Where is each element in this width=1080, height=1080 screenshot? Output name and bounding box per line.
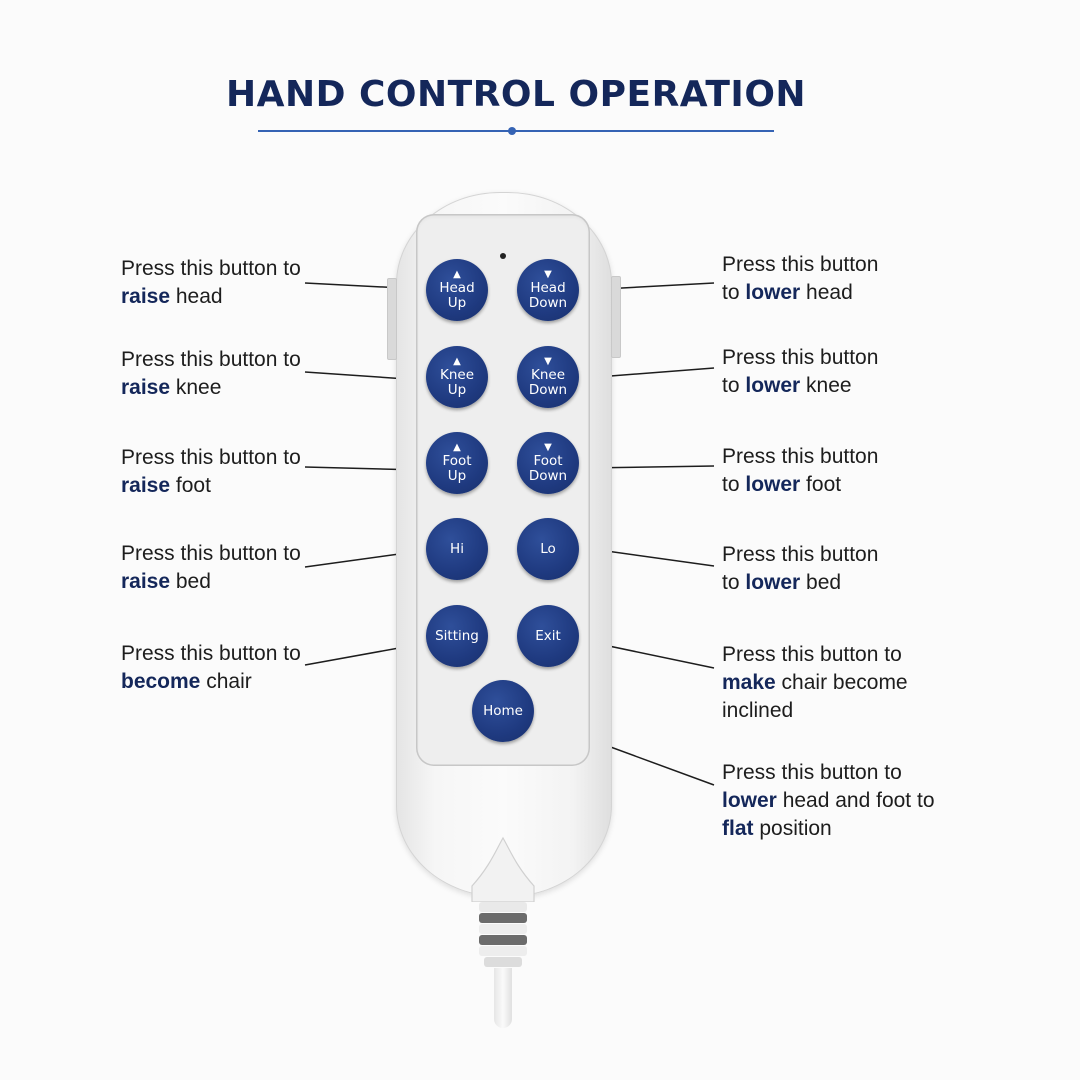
- exit-button[interactable]: Exit: [517, 605, 579, 667]
- callout-knee-down: Press this button to lower knee: [722, 346, 879, 397]
- sitting-button[interactable]: Sitting: [426, 605, 488, 667]
- knee-down-button[interactable]: ▼ Knee Down: [517, 346, 579, 408]
- callout-lo: Press this button to lower bed: [722, 543, 879, 594]
- cable-collar-2: [479, 913, 527, 923]
- cable-collar-1: [479, 902, 527, 912]
- head-up-button[interactable]: ▲ Head Up: [426, 259, 488, 321]
- page-title: HAND CONTROL OPERATION: [225, 74, 807, 115]
- up-arrow-icon: ▲: [453, 441, 461, 453]
- up-arrow-icon: ▲: [453, 268, 461, 280]
- cable-strain-relief: [471, 836, 535, 902]
- foot-up-button[interactable]: ▲ Foot Up: [426, 432, 488, 494]
- title-underline-dot: [508, 127, 516, 135]
- knee-up-button[interactable]: ▲ Knee Up: [426, 346, 488, 408]
- indicator-light: [500, 253, 506, 259]
- power-cable: [494, 968, 512, 1028]
- home-button[interactable]: Home: [472, 680, 534, 742]
- down-arrow-icon: ▼: [544, 268, 552, 280]
- callout-foot-up: Press this button to raise foot: [121, 446, 301, 497]
- callout-head-down: Press this button to lower head: [722, 253, 879, 304]
- callout-home: Press this button to lower head and foot…: [722, 761, 935, 840]
- cable-collar-6: [484, 957, 522, 967]
- cable-collar-4: [479, 935, 527, 945]
- down-arrow-icon: ▼: [544, 355, 552, 367]
- callout-head-up: Press this button to raise head: [121, 257, 301, 308]
- cable-collar-5: [479, 946, 527, 956]
- cable-collar-3: [479, 924, 527, 934]
- callout-hi: Press this button to raise bed: [121, 542, 301, 593]
- lo-button[interactable]: Lo: [517, 518, 579, 580]
- title-underline: [258, 130, 774, 132]
- callout-exit: Press this button to make chair become i…: [722, 643, 908, 722]
- hi-button[interactable]: Hi: [426, 518, 488, 580]
- down-arrow-icon: ▼: [544, 441, 552, 453]
- side-tab-left: [387, 278, 397, 360]
- callout-sitting: Press this button to become chair: [121, 642, 301, 693]
- side-tab-right: [611, 276, 621, 358]
- head-down-button[interactable]: ▼ Head Down: [517, 259, 579, 321]
- foot-down-button[interactable]: ▼ Foot Down: [517, 432, 579, 494]
- callout-foot-down: Press this button to lower foot: [722, 445, 879, 496]
- up-arrow-icon: ▲: [453, 355, 461, 367]
- callout-knee-up: Press this button to raise knee: [121, 348, 301, 399]
